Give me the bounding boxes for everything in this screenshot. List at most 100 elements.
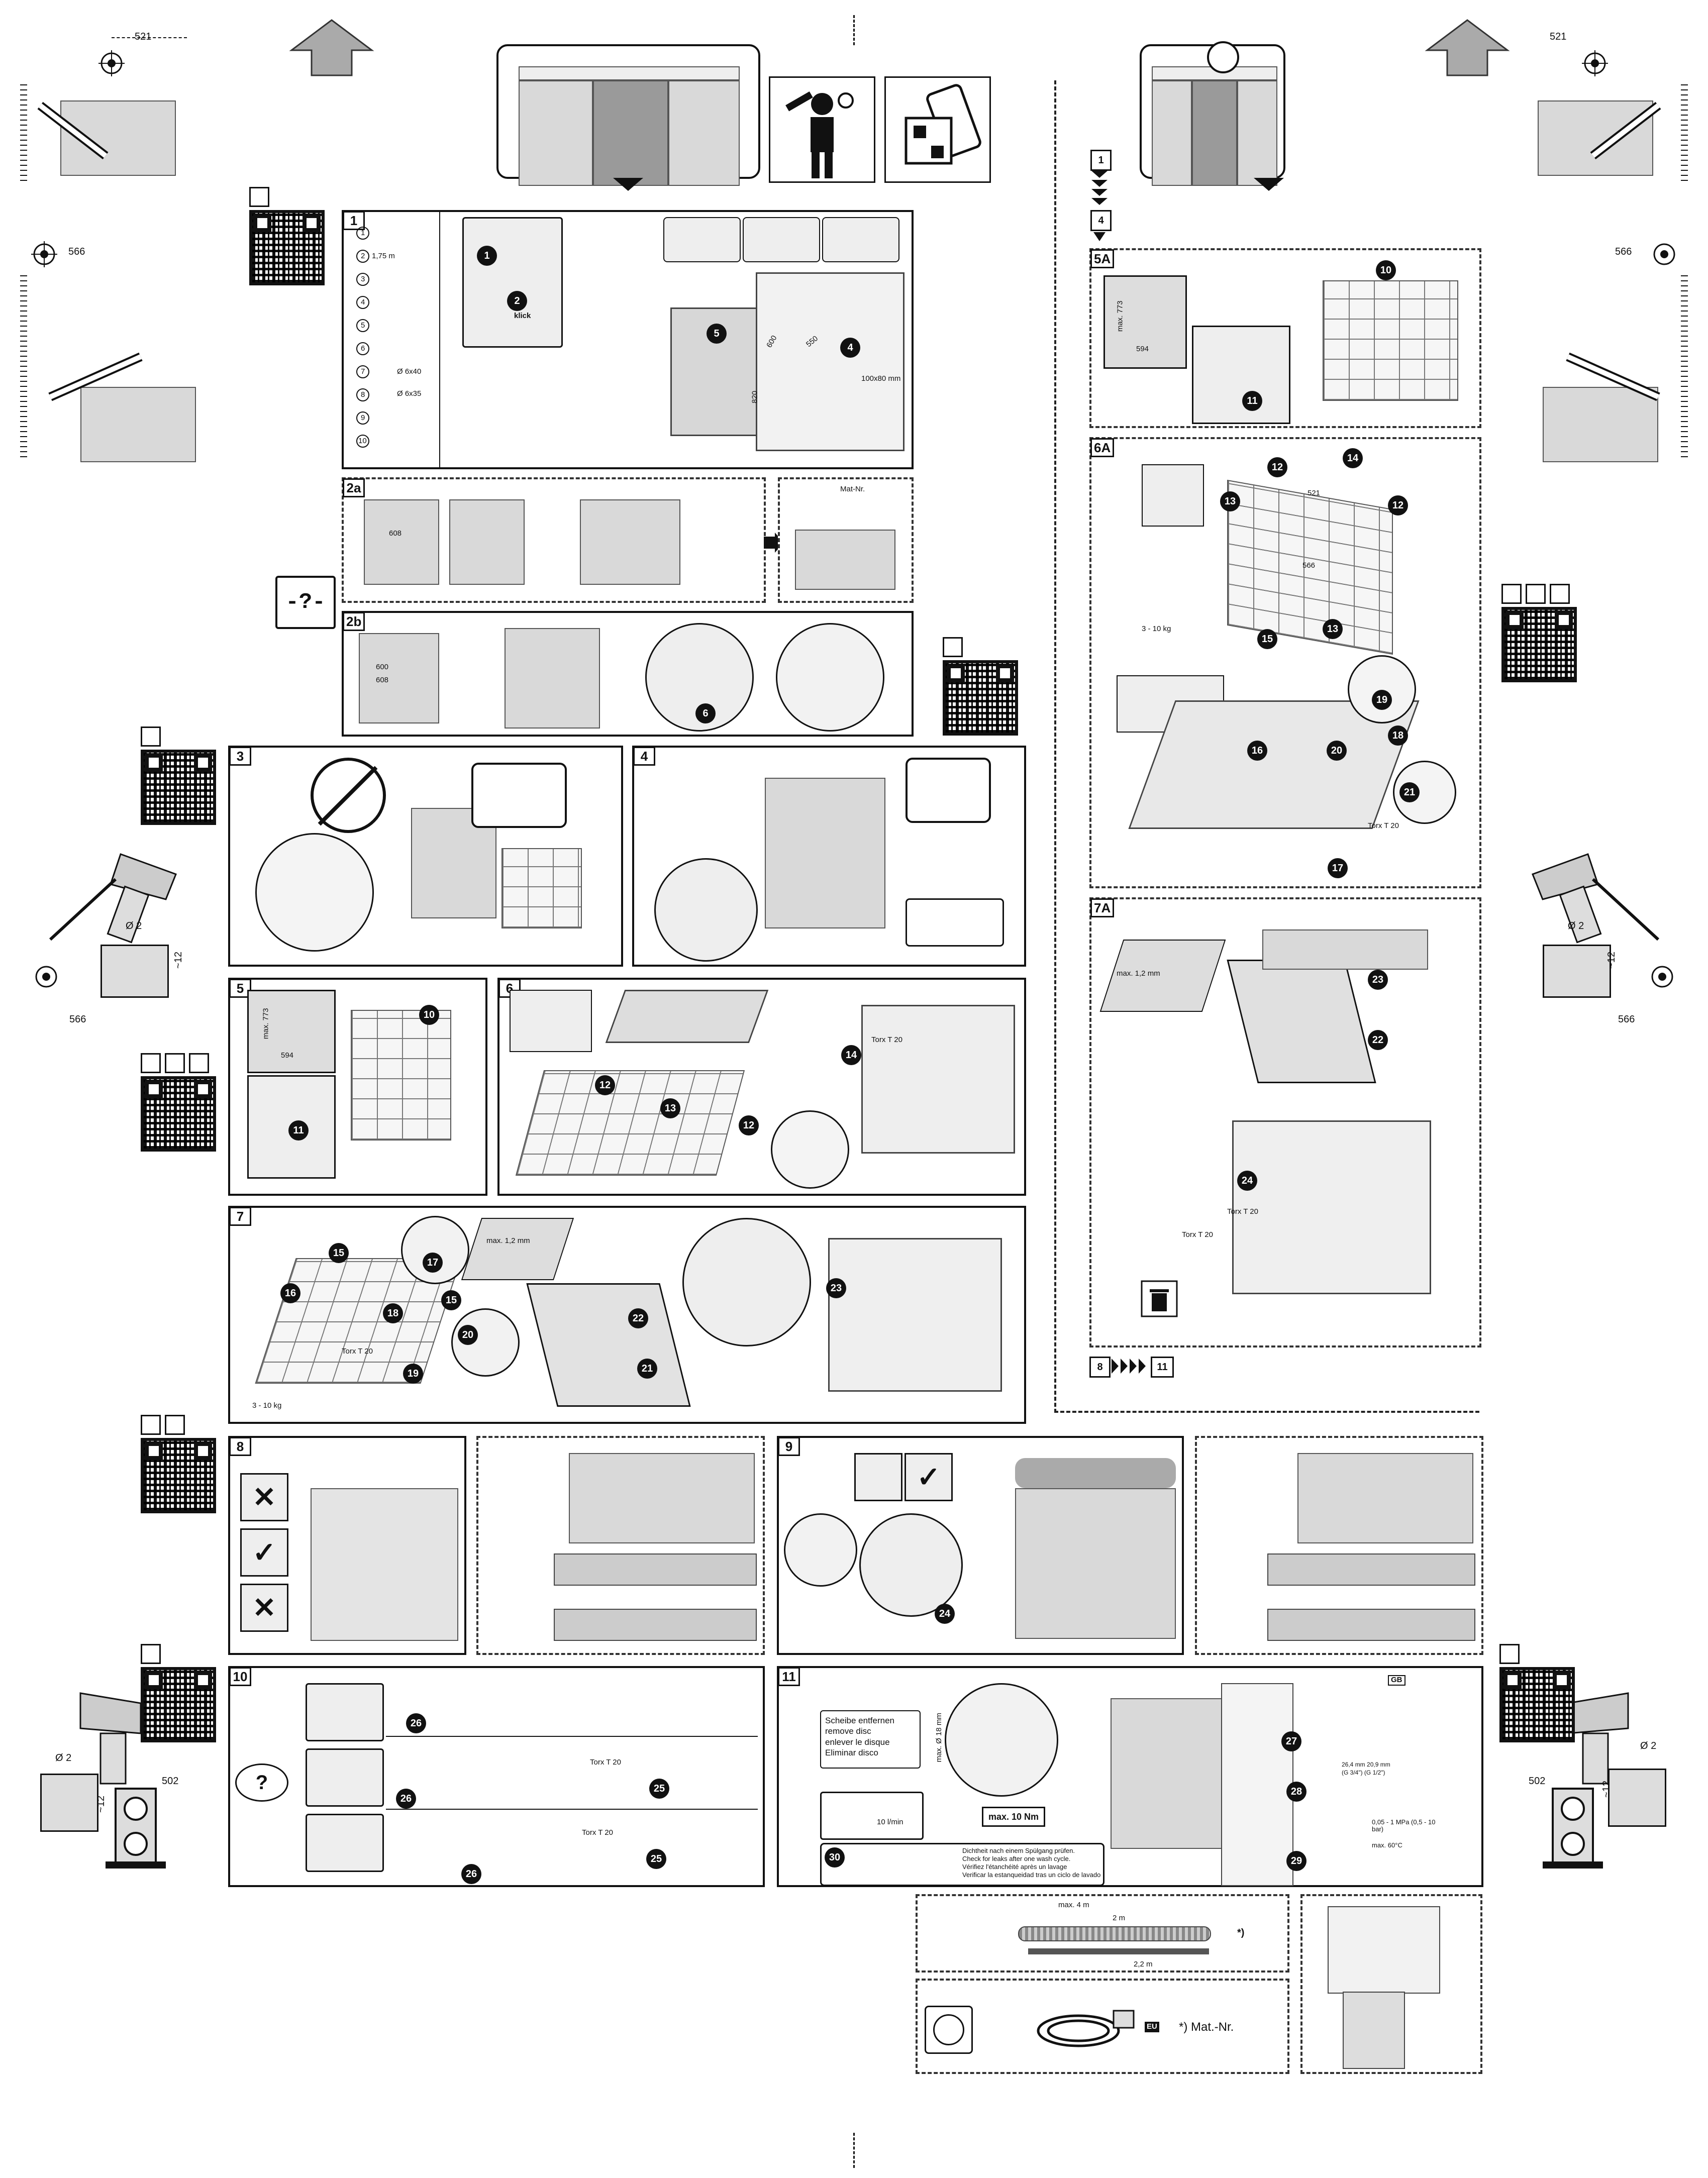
step-badge: 17 bbox=[1328, 858, 1348, 878]
option-2 bbox=[306, 1748, 384, 1807]
detail-circle bbox=[654, 858, 758, 962]
checkbox[interactable] bbox=[943, 637, 963, 657]
drill-icon bbox=[79, 1692, 142, 1785]
qr-code[interactable] bbox=[141, 1667, 216, 1742]
step-badge: 13 bbox=[660, 1098, 680, 1118]
checkbox[interactable] bbox=[141, 727, 161, 747]
sequence-start: 1 bbox=[1090, 150, 1112, 171]
crosshair-icon bbox=[35, 966, 57, 988]
ruler bbox=[20, 80, 27, 181]
step-badge: 5 bbox=[707, 324, 727, 344]
detail-circle bbox=[255, 833, 374, 952]
disc-note: Scheibe entfernen remove disc enlever le… bbox=[820, 1710, 921, 1769]
qr-code[interactable] bbox=[141, 1438, 216, 1513]
dim-label: 566 bbox=[68, 246, 85, 257]
detail-circle: 20 bbox=[451, 1308, 520, 1377]
drill-hole-sketch bbox=[1543, 945, 1611, 998]
checkbox[interactable] bbox=[165, 1415, 185, 1435]
step-8-detail bbox=[476, 1436, 765, 1655]
fold-mark bbox=[853, 15, 855, 45]
ruler bbox=[1681, 80, 1688, 181]
not-ok-icon: ✕ bbox=[240, 1584, 288, 1632]
step-badge: 23 bbox=[1368, 970, 1388, 990]
pencil-icon bbox=[48, 352, 143, 401]
crosshair-icon bbox=[31, 241, 57, 267]
ok-example bbox=[743, 217, 820, 262]
crosshair-icon bbox=[1653, 243, 1675, 265]
option-1 bbox=[306, 1683, 384, 1741]
step-badge: 12 bbox=[1388, 495, 1408, 515]
step-number: 7 bbox=[229, 1207, 251, 1226]
detail-circle bbox=[771, 1110, 849, 1189]
parts-list: 1,75 m Ø 6x40 Ø 6x35 bbox=[372, 252, 422, 398]
checkbox[interactable] bbox=[1550, 584, 1570, 604]
part-7: 7 bbox=[361, 367, 365, 376]
step-badge: 22 bbox=[628, 1308, 648, 1328]
crosshair-icon bbox=[1582, 50, 1608, 76]
question-bubble: ? bbox=[235, 1764, 288, 1802]
step-badge: 16 bbox=[280, 1283, 300, 1303]
template-detail: max. 773 594 bbox=[1103, 275, 1187, 369]
step-badge: 28 bbox=[1286, 1782, 1307, 1802]
help-icon[interactable]: -?- bbox=[275, 576, 336, 629]
niche-sketch bbox=[756, 272, 905, 451]
checkbox[interactable] bbox=[165, 1053, 185, 1073]
technician-icon bbox=[769, 76, 875, 183]
cabinet-front bbox=[311, 1488, 458, 1641]
checkbox[interactable] bbox=[141, 1415, 161, 1435]
step-number: 2a bbox=[343, 478, 365, 497]
step-badge: 23 bbox=[826, 1278, 846, 1298]
qr-code[interactable] bbox=[249, 210, 325, 285]
sequence-start: 8 bbox=[1089, 1357, 1111, 1378]
step-number: 3 bbox=[229, 747, 251, 766]
checkbox[interactable] bbox=[1499, 1644, 1520, 1664]
qr-code[interactable] bbox=[1499, 1667, 1575, 1742]
step-badge: 13 bbox=[1220, 491, 1240, 511]
step-badge: 21 bbox=[637, 1359, 657, 1379]
sink-cabinet bbox=[1221, 1683, 1293, 1886]
step-badge: 18 bbox=[1388, 725, 1408, 746]
hinge-detail bbox=[554, 1609, 757, 1641]
step-badge: 4 bbox=[840, 338, 860, 358]
checkbox[interactable] bbox=[1526, 584, 1546, 604]
fold-mark bbox=[853, 2133, 855, 2168]
socket-icon bbox=[925, 2006, 973, 2054]
drill-depth-label: ~12 bbox=[95, 1796, 107, 1813]
step-badge: 26 bbox=[406, 1713, 426, 1733]
step-badge: 14 bbox=[1343, 448, 1363, 468]
qr-code[interactable] bbox=[1501, 607, 1577, 682]
checkbox[interactable] bbox=[141, 1053, 161, 1073]
step-badge: 24 bbox=[935, 1604, 955, 1624]
step-5a-panel: 5A max. 773 594 10 11 bbox=[1089, 248, 1481, 428]
pencil-icon bbox=[1590, 101, 1661, 160]
cabinet-sketch bbox=[80, 387, 196, 462]
cabinet-side bbox=[1328, 1906, 1440, 1994]
part-5: 5 bbox=[361, 321, 365, 330]
hose-detail: 1 2 klick bbox=[462, 217, 563, 348]
drill-icon bbox=[1532, 853, 1660, 944]
checkbox[interactable] bbox=[1501, 584, 1522, 604]
checkbox[interactable] bbox=[141, 1644, 161, 1664]
chevrons-down-icon bbox=[1091, 171, 1108, 205]
detail-circle bbox=[784, 1513, 857, 1587]
qr-code[interactable] bbox=[943, 660, 1018, 736]
dishwasher-open bbox=[1232, 1120, 1431, 1294]
arrow-up-icon bbox=[289, 19, 374, 76]
step-11-panel: 11 Scheibe entfernen remove disc enlever… bbox=[777, 1666, 1483, 1887]
step-badge: 13 bbox=[1323, 619, 1343, 639]
drill-diameter-label: Ø 2 bbox=[1640, 1740, 1657, 1751]
part-1: 1 bbox=[361, 229, 365, 237]
checkbox[interactable] bbox=[189, 1053, 209, 1073]
step-badge: 27 bbox=[1281, 1731, 1301, 1751]
step-badge: 20 bbox=[1327, 741, 1347, 761]
drill-diameter-label: Ø 2 bbox=[126, 920, 142, 931]
drill-hole-sketch bbox=[101, 945, 169, 998]
step-badge: 14 bbox=[841, 1045, 861, 1065]
note-box bbox=[906, 758, 991, 823]
qr-code[interactable] bbox=[141, 750, 216, 825]
checkbox[interactable] bbox=[249, 187, 269, 207]
step-1-panel: 1 1,75 m Ø 6x40 Ø 6x35 1 2 3 4 5 6 7 8 9 bbox=[342, 210, 914, 469]
dim-label: 502 bbox=[162, 1776, 179, 1787]
qr-code[interactable] bbox=[141, 1076, 216, 1152]
step-badge: 15 bbox=[1257, 629, 1277, 649]
